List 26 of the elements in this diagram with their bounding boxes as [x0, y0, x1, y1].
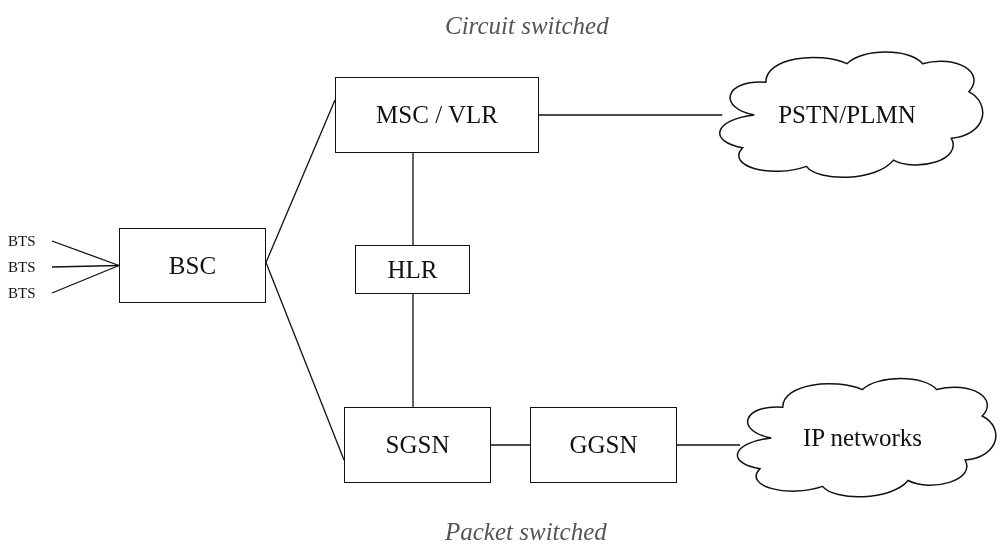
network-element-box — [530, 407, 677, 483]
node-label: MSC / VLR — [376, 101, 498, 129]
domain-caption: Circuit switched — [445, 12, 609, 40]
node-label: GGSN — [569, 431, 638, 459]
connector-line — [490, 444, 531, 446]
node-label: IP networks — [802, 424, 923, 452]
station-label: BTS — [8, 230, 58, 252]
network-element-box — [344, 407, 491, 483]
connector-line — [51, 240, 120, 267]
network-element-box — [335, 77, 539, 153]
station-label: BTS — [8, 256, 58, 278]
node-label: SGSN — [385, 431, 450, 459]
node-label: HLR — [387, 255, 438, 284]
domain-caption: Packet switched — [445, 518, 607, 546]
connector-line — [51, 264, 120, 294]
connector-line — [412, 293, 414, 408]
connector-line — [51, 264, 120, 268]
connector-line — [265, 99, 336, 264]
connector-line — [412, 152, 414, 246]
network-element-box — [355, 245, 470, 294]
network-element-box — [119, 228, 266, 303]
node-label: BSC — [168, 251, 217, 280]
connector-line — [265, 261, 345, 461]
connector-line — [676, 444, 741, 446]
node-label: PSTN/PLMN — [778, 101, 916, 129]
station-label: BTS — [8, 282, 58, 304]
